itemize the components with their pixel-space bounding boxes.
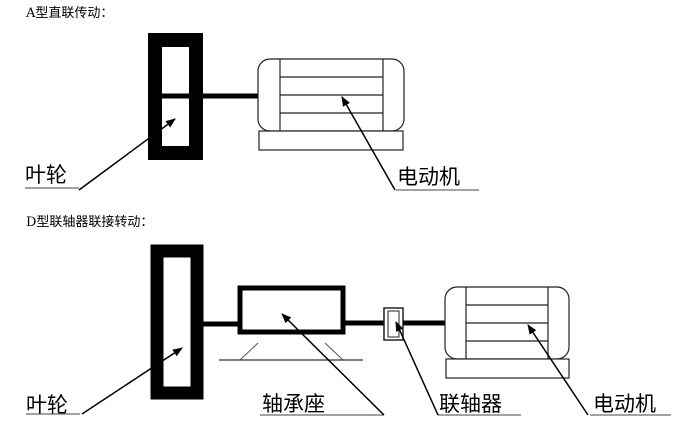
section-a-heading: A型直联传动：: [25, 6, 113, 21]
label-impeller-d: 叶轮: [26, 393, 68, 417]
leader-arrow-motor-a: [341, 96, 396, 191]
leader-arrow-bearing-housing: [281, 313, 385, 416]
leader-arrow-impeller-a: [78, 118, 176, 191]
impeller-a: [148, 33, 203, 160]
label-bearing-housing: 轴承座: [262, 392, 325, 416]
section-d-heading: D型联轴器联接转动：: [26, 214, 153, 230]
label-coupling: 联轴器: [439, 392, 502, 416]
label-motor-a: 电动机: [397, 165, 460, 189]
motor-d: [444, 286, 570, 379]
leader-arrow-coupling: [395, 321, 439, 416]
leader-arrow-impeller-d: [81, 347, 183, 415]
motor-a: [257, 58, 405, 151]
leader-arrow-motor-d: [527, 324, 589, 416]
bearing-housing: [219, 285, 363, 361]
label-impeller-a: 叶轮: [25, 163, 67, 187]
impeller-d: [150, 244, 204, 400]
label-motor-d: 电动机: [593, 392, 656, 416]
coupling: [383, 307, 404, 341]
